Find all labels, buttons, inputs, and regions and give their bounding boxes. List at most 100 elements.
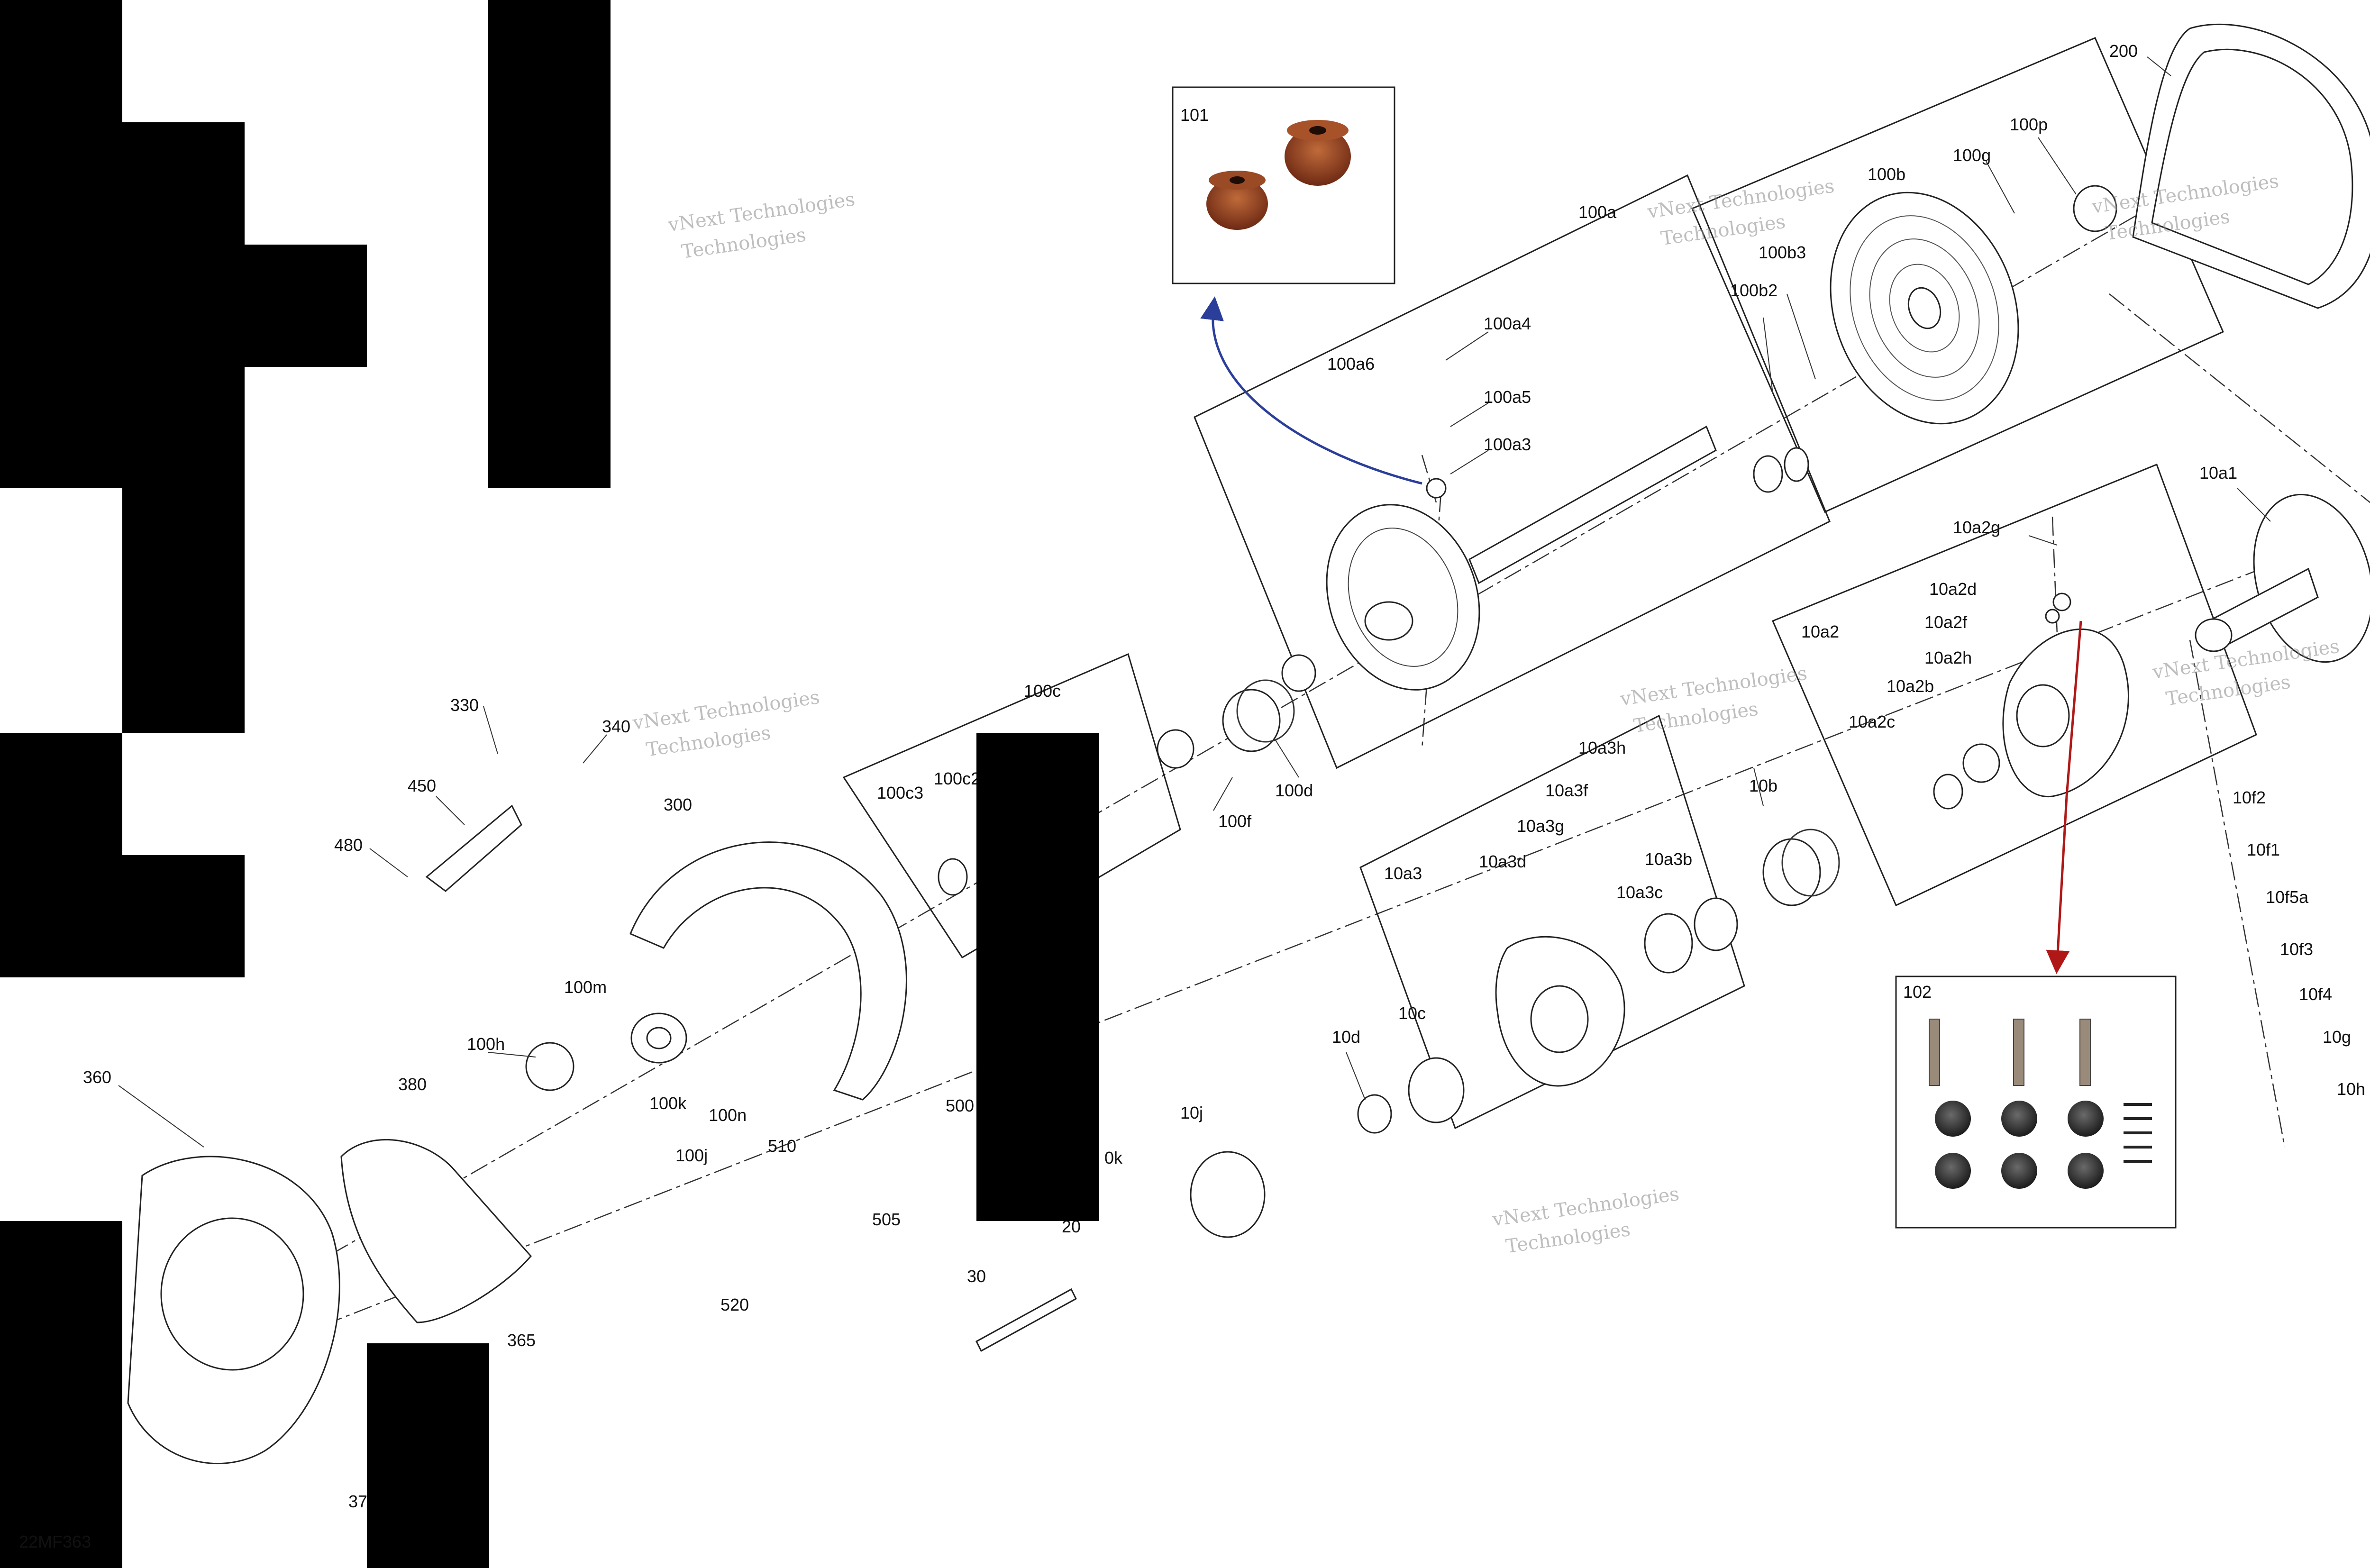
spider-10a3	[1495, 936, 1625, 1087]
label-10f1: 10f1	[2247, 840, 2280, 859]
part-labels: 200 100p 100g 100b 100b3 100b2 100a 100a…	[83, 41, 2365, 1511]
label-10a3b: 10a3b	[1645, 849, 1692, 869]
retainer-100h	[525, 1042, 574, 1091]
label-300: 300	[664, 795, 692, 814]
label-100c3: 100c3	[877, 783, 923, 802]
watermark-text: vNext Technologies	[1491, 1183, 1681, 1231]
label-505: 505	[872, 1210, 901, 1229]
label-10a2h: 10a2h	[1924, 648, 1972, 667]
label-500: 500	[946, 1096, 974, 1115]
driven-shaft-100a	[1326, 425, 1717, 691]
label-10a1: 10a1	[2199, 463, 2237, 483]
label-200: 200	[2109, 41, 2138, 61]
label-10g: 10g	[2323, 1027, 2351, 1047]
washer-100n	[630, 1012, 687, 1064]
label-10f4: 10f4	[2299, 985, 2332, 1004]
bolt-30	[975, 1288, 1077, 1352]
movable-sheave-10a2	[2002, 629, 2129, 797]
label-100f: 100f	[1218, 811, 1252, 831]
label-10a2c: 10a2c	[1849, 712, 1895, 731]
label-100h: 100h	[467, 1034, 505, 1054]
watermark-text: vNext Technologies	[666, 188, 857, 236]
label-360: 360	[83, 1067, 111, 1087]
hub-10j	[1190, 1151, 1266, 1238]
watermark-text: vNext Technologies	[2151, 636, 2341, 684]
label-10a3c: 10a3c	[1616, 883, 1663, 902]
pin-kit-image	[1929, 1019, 2152, 1189]
label-10a3d: 10a3d	[1479, 852, 1526, 871]
fixed-sheave-10a1	[2195, 493, 2370, 663]
label-10f3: 10f3	[2280, 939, 2313, 959]
watermark-text: vNext Technologies	[631, 686, 821, 734]
case-360	[127, 1156, 340, 1465]
label-340: 340	[602, 717, 630, 736]
label-100b: 100b	[1868, 164, 1905, 184]
label-100a: 100a	[1578, 202, 1617, 222]
sheave-disc-100b	[1830, 191, 2019, 425]
spring-10b	[1762, 829, 1840, 906]
label-101: 101	[1180, 105, 1209, 125]
label-100j: 100j	[675, 1146, 708, 1165]
group-box-10a2	[1772, 464, 2257, 907]
label-100a3: 100a3	[1484, 435, 1531, 454]
label-37: 37	[348, 1492, 367, 1511]
redaction-blocks	[0, 0, 1099, 1568]
label-100b3: 100b3	[1759, 243, 1806, 262]
label-10a2g: 10a2g	[1953, 518, 2000, 537]
label-100n: 100n	[709, 1105, 747, 1125]
drawing-code: 22MF363	[19, 1532, 91, 1551]
group-box-100a	[1194, 174, 1831, 769]
label-100a6: 100a6	[1327, 354, 1375, 374]
label-10k: 0k	[1104, 1148, 1123, 1167]
label-10a3: 10a3	[1384, 864, 1422, 883]
label-10h: 10h	[2337, 1079, 2365, 1099]
label-100p: 100p	[2010, 115, 2048, 134]
label-100k: 100k	[649, 1094, 687, 1113]
group-box-100b	[1691, 37, 2224, 513]
group-box-100c	[842, 653, 1181, 959]
guard-mount-450	[425, 804, 522, 892]
detail-box-101	[1172, 86, 1395, 284]
label-510: 510	[768, 1136, 796, 1156]
leader-lines	[118, 56, 2271, 1148]
label-100c2: 100c2	[934, 769, 980, 788]
label-365: 365	[507, 1331, 536, 1350]
support-plate-365	[340, 1139, 532, 1323]
label-10a2: 10a2	[1801, 622, 1839, 641]
belt-guard-300	[629, 841, 907, 1101]
label-10a3f: 10a3f	[1545, 781, 1588, 800]
label-10a3h: 10a3h	[1578, 738, 1626, 757]
detail-box-102	[1895, 975, 2177, 1229]
label-520: 520	[720, 1295, 749, 1314]
label-10f2: 10f2	[2233, 788, 2266, 807]
watermark-text: vNext Technologies	[1618, 663, 1808, 711]
label-100a5: 100a5	[1484, 387, 1531, 407]
label-10a3g: 10a3g	[1517, 816, 1564, 836]
label-100m: 100m	[564, 977, 607, 997]
label-450: 450	[408, 776, 436, 795]
label-10c: 10c	[1398, 1003, 1426, 1023]
label-10a2f: 10a2f	[1924, 612, 1968, 632]
label-100c: 100c	[1024, 681, 1061, 701]
label-10j: 10j	[1180, 1103, 1203, 1122]
label-102: 102	[1903, 982, 1932, 1002]
label-30: 30	[967, 1267, 986, 1286]
bushing-image	[1206, 120, 1351, 230]
bearing-10c	[1408, 1057, 1465, 1123]
label-10f5a: 10f5a	[2266, 887, 2309, 907]
spring-100d	[1222, 679, 1295, 752]
drive-belt	[2132, 23, 2370, 309]
callout-arrow-101	[1200, 296, 1422, 485]
label-10b: 10b	[1749, 776, 1778, 795]
rings-and-seals	[938, 185, 2117, 1134]
label-10d: 10d	[1332, 1027, 1360, 1047]
label-480: 480	[334, 835, 363, 855]
group-box-10a3	[1359, 714, 1745, 1130]
label-100b2: 100b2	[1730, 281, 1778, 300]
label-100a4: 100a4	[1484, 314, 1531, 333]
label-330: 330	[450, 695, 479, 715]
label-380: 380	[398, 1075, 427, 1094]
label-10a2d: 10a2d	[1929, 579, 1977, 599]
label-100g: 100g	[1953, 146, 1991, 165]
